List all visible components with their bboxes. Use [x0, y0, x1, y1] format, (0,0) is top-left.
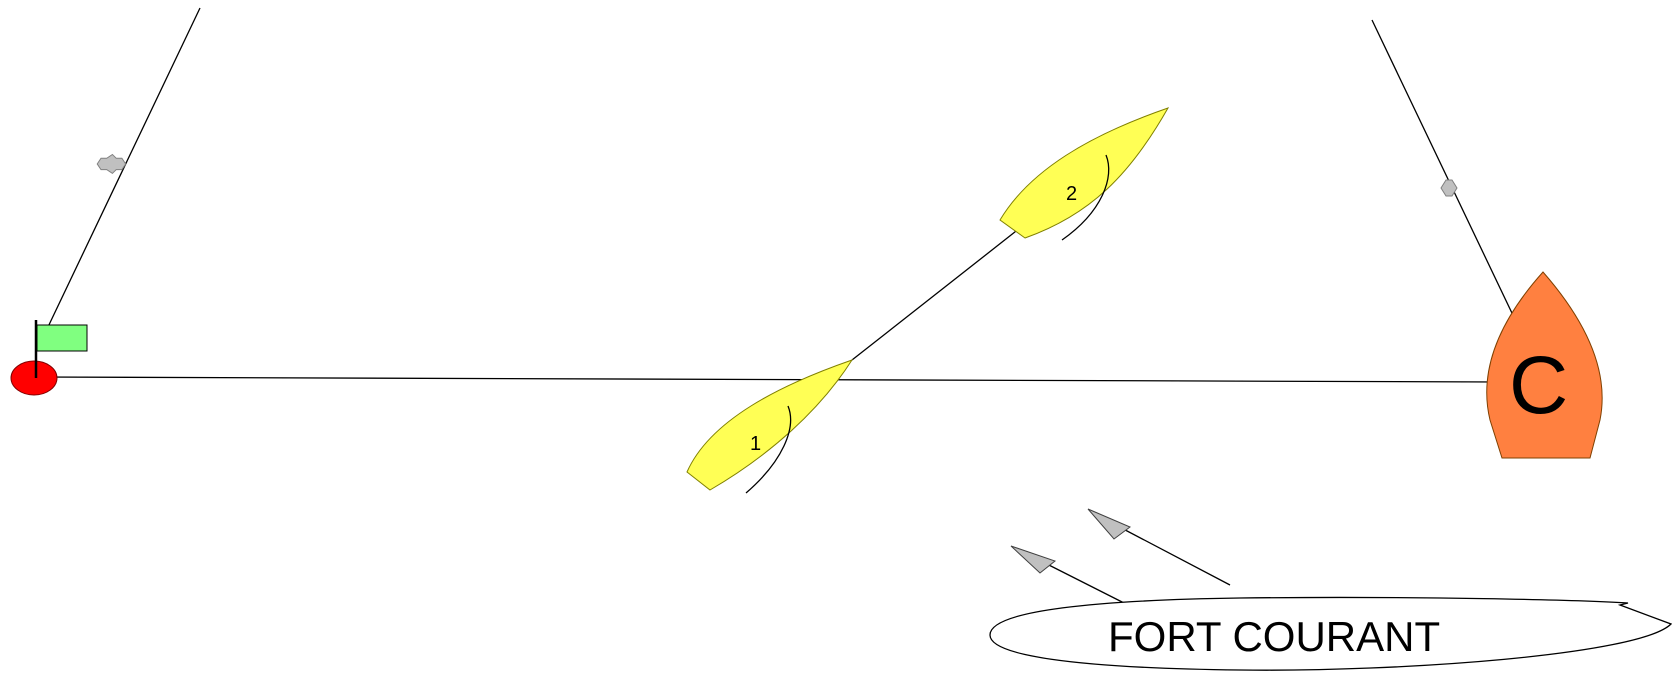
boat-1-sail: [745, 405, 792, 494]
boat-1-number: 1: [750, 433, 761, 455]
current-arrow-upper-shaft: [1109, 521, 1231, 586]
pin-mark-buoy: [10, 360, 58, 396]
committee-boat-hull: [1486, 271, 1603, 459]
boat-2: 2: [999, 107, 1170, 241]
pin-anchor-buoy: [96, 153, 127, 175]
current-arrow-lower: [1010, 545, 1129, 606]
boat-2-hull: [999, 107, 1170, 239]
committee-anchor-buoy: [1440, 179, 1458, 197]
current-callout: FORT COURANT: [989, 596, 1672, 671]
current-arrow-upper: [1087, 508, 1231, 586]
current-arrow-lower-head: [1010, 545, 1057, 574]
boat-1: 1: [686, 359, 854, 494]
boat-2-number: 2: [1066, 183, 1077, 205]
green-flag: [36, 324, 88, 352]
overlap-line: [851, 227, 1021, 361]
callout-text: FORT COURANT: [1108, 613, 1440, 660]
callout-bubble: [989, 596, 1672, 671]
current-arrow-upper-head: [1087, 508, 1131, 540]
starting-line: [35, 376, 1501, 383]
current-arrow-lower-shaft: [1034, 557, 1129, 606]
pin-anchor-line: [36, 7, 201, 351]
committee-boat: C: [1486, 271, 1603, 459]
committee-boat-letter: C: [1509, 340, 1568, 431]
boat-2-sail: [1061, 154, 1110, 241]
boat-1-hull: [686, 359, 854, 491]
